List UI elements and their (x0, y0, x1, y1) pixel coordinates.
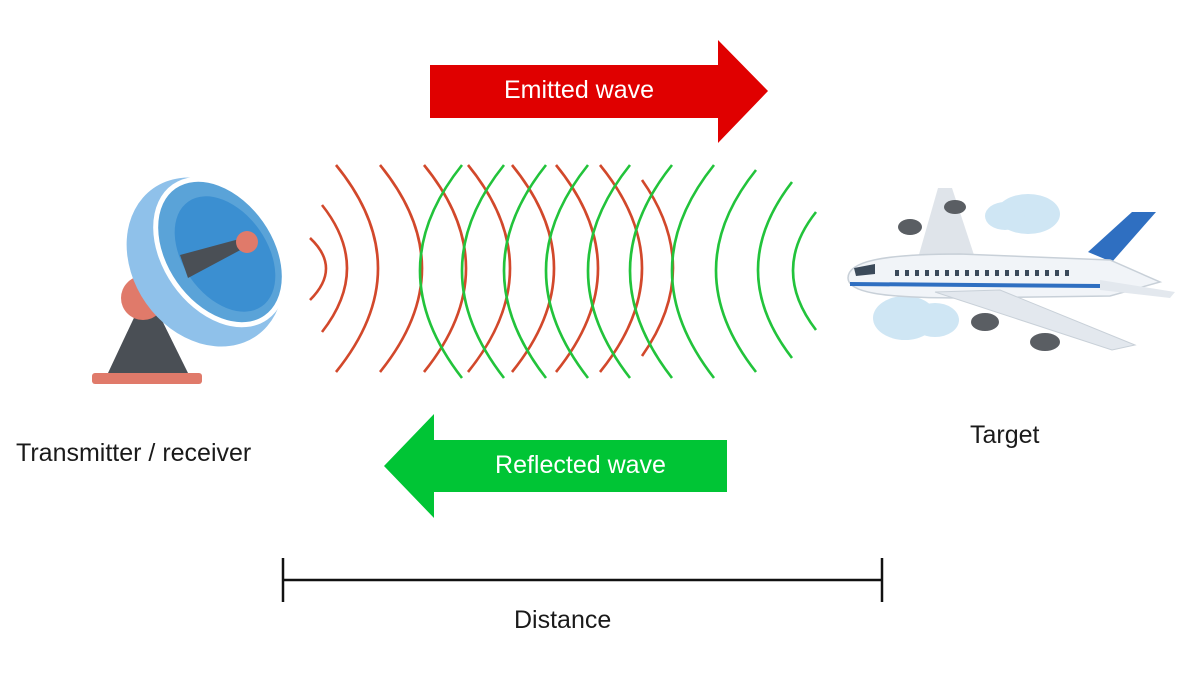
target-label: Target (970, 421, 1040, 449)
reflected-wave-arc (791, 211, 818, 331)
reflected-wave-arcs (418, 164, 818, 379)
emitted-wave-arrow (430, 40, 768, 143)
reflected-wave-arc (586, 164, 632, 379)
reflected-wave-arc (502, 164, 548, 379)
reflected-wave-arc (628, 164, 674, 379)
emitted-wave-arc (320, 204, 349, 333)
reflected-wave-arc (670, 164, 716, 379)
radar-dish-icon (92, 176, 287, 384)
distance-label: Distance (514, 606, 612, 634)
reflected-wave-arc (714, 169, 758, 373)
emitted-wave-arc (378, 164, 424, 373)
emitted-wave-arc (554, 164, 600, 373)
emitted-wave-arc (309, 237, 328, 301)
reflected-wave-arc (418, 164, 464, 379)
distance-ruler (281, 558, 884, 602)
reflected-wave-label: Reflected wave (495, 451, 666, 479)
transmitter-receiver-label: Transmitter / receiver (16, 439, 252, 467)
reflected-wave-arc (544, 164, 590, 379)
emitted-wave-arc (598, 164, 644, 373)
emitted-wave-arcs (309, 164, 675, 373)
airplane-icon (847, 188, 1175, 351)
emitted-wave-arc (422, 164, 468, 373)
emitted-wave-arc (510, 164, 556, 373)
emitted-wave-arc (334, 164, 380, 373)
reflected-wave-arc (460, 164, 506, 379)
reflected-wave-arc (756, 181, 794, 359)
reflected-wave-arrow (384, 414, 727, 518)
emitted-wave-label: Emitted wave (503, 76, 655, 104)
